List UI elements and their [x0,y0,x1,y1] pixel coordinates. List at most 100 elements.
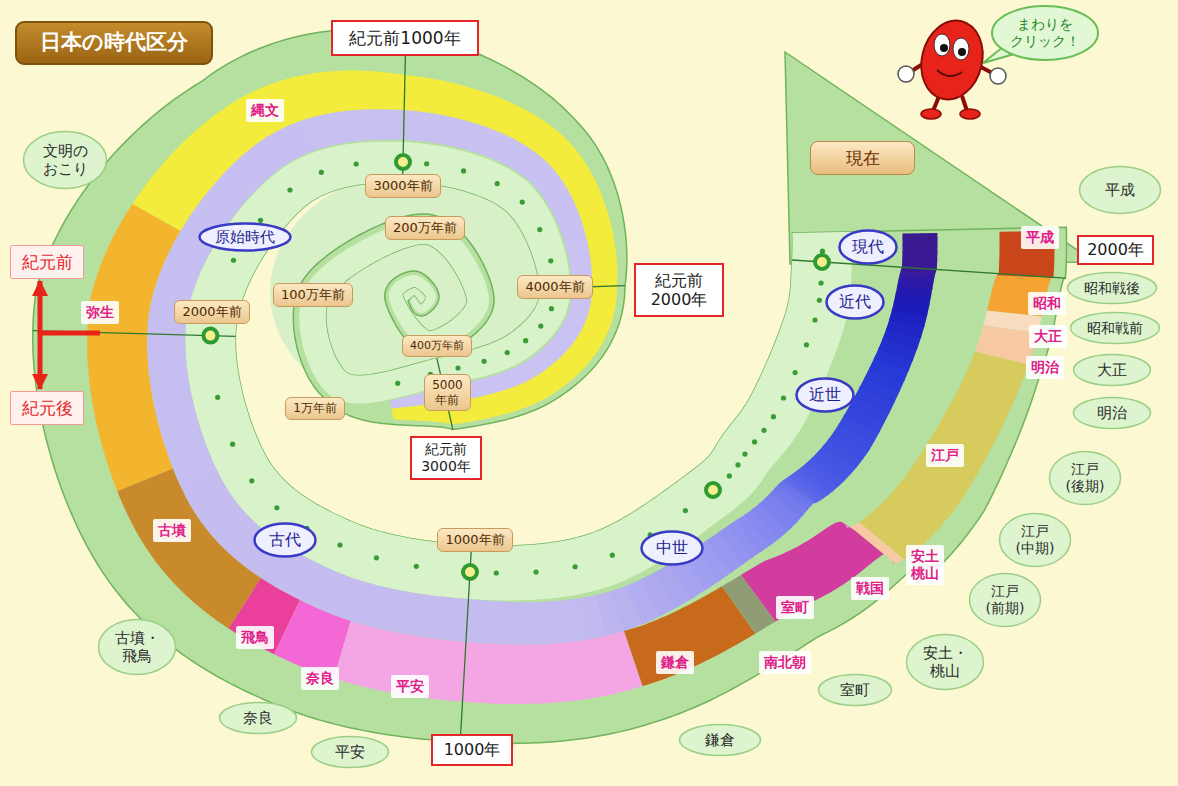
year-marker-box: 紀元前1000年 [331,20,479,56]
oval-shape [24,132,107,189]
label-text: 安土・ 桃山 [923,644,968,680]
track-dot [249,478,254,483]
era-label: 室町 [776,596,814,619]
mascot-foot [921,109,941,119]
label-text: 安土 桃山 [911,548,939,582]
era-divider-line [40,331,100,336]
era-button-circle: 平安 [310,735,390,769]
label-text: 江戸 (前期) [986,583,1025,617]
era-band [87,204,180,491]
era-button-circle: 鎌倉 [678,723,762,757]
year-ring [706,483,720,497]
era-band [132,71,617,425]
era-button-circle: 奈良 [218,701,298,735]
track-dot [495,181,500,186]
label-text: 平安 [396,678,424,695]
era-label: 戦国 [851,577,889,600]
label-text: 1000年前 [445,532,504,548]
label-text: 紀元前 3000年 [421,441,471,475]
oval-shape [220,703,297,734]
label-text: 2000年 [1087,240,1144,259]
label-text: 古墳・ 飛鳥 [115,629,160,665]
track-dot [538,323,543,328]
track-dot [258,218,263,223]
track-dot [395,381,400,386]
track-dot [735,462,740,467]
era-label: 古墳 [153,519,191,542]
track-dot [354,161,359,166]
label-text: 室町 [781,599,809,616]
track-dot [610,553,615,558]
track-dot [817,298,822,303]
track-dot [461,168,466,173]
era-label: 弥生 [81,301,119,324]
label-text: 紀元前1000年 [349,28,460,48]
era-label: 平成 [1021,226,1059,249]
oval-shape [1074,355,1151,386]
label-text: 日本の時代区分 [40,30,188,55]
era-button-circle: 平成 [1078,165,1162,215]
label-text: 奈良 [243,709,273,727]
title-box: 日本の時代区分 [15,21,213,65]
track-dot [727,473,732,478]
label-text: 近世 [809,385,841,404]
oval-shape [992,6,1098,60]
period-oval: 近代 [824,283,886,321]
oval-shape [819,675,892,706]
mascot-foot [960,109,980,119]
period-oval: 中世 [639,529,705,567]
era-label: 安土 桃山 [906,545,944,585]
era-button-circle: 古墳・ 飛鳥 [97,618,177,676]
label-text: 古代 [269,530,301,549]
track-dot [230,442,235,447]
year-marker-box: 2000年 [1077,235,1154,265]
track-dot [424,161,429,166]
era-side-box: 紀元前 [10,245,84,279]
track-dot [274,505,279,510]
label-text: 大正 [1097,361,1127,379]
years-ago-tag: 400万年前 [402,335,472,357]
era-button-circle: 文明の おこり [22,130,108,190]
label-text: 紀元前 [22,252,73,272]
track-dot [455,365,460,370]
track-dot [793,370,798,375]
label-text: 江戸 (後期) [1066,461,1105,495]
label-text: 現在 [846,148,880,168]
label-text: 戦国 [856,580,884,597]
oval-shape [907,635,984,690]
label-text: 200万年前 [393,220,457,236]
era-button-circle: 室町 [817,673,893,707]
era-button-circle: 江戸 (前期) [968,572,1042,628]
oval-shape [642,532,703,565]
oval-shape [840,231,897,264]
era-label: 南北朝 [759,651,811,674]
era-label: 大正 [1029,325,1067,348]
label-text: 3000年前 [373,178,432,194]
era-button-circle: 明治 [1072,396,1152,430]
label-text: 2000年前 [182,304,241,320]
oval-shape [1080,167,1161,214]
label-text: 昭和戦後 [1084,280,1140,297]
label-text: 近代 [839,292,871,311]
spiral-track [185,142,852,601]
year-marker-box: 紀元前 3000年 [410,436,482,480]
year-ring [203,329,217,343]
track-dot [494,570,499,575]
oval-shape [200,224,291,251]
label-text: 100万年前 [281,287,345,303]
track-dot [781,395,786,400]
track-dot [533,569,538,574]
years-ago-tag: 1000年前 [437,528,513,552]
years-ago-tag: 3000年前 [365,174,441,198]
track-dot [683,508,688,513]
label-text: 400万年前 [410,339,464,352]
track-dot [820,249,825,254]
track-dot [287,187,292,192]
label-text: 縄文 [251,102,279,119]
year-marker-box: 1000年 [431,734,513,766]
label-text: 文明の おこり [43,142,88,178]
year-ring [815,255,829,269]
